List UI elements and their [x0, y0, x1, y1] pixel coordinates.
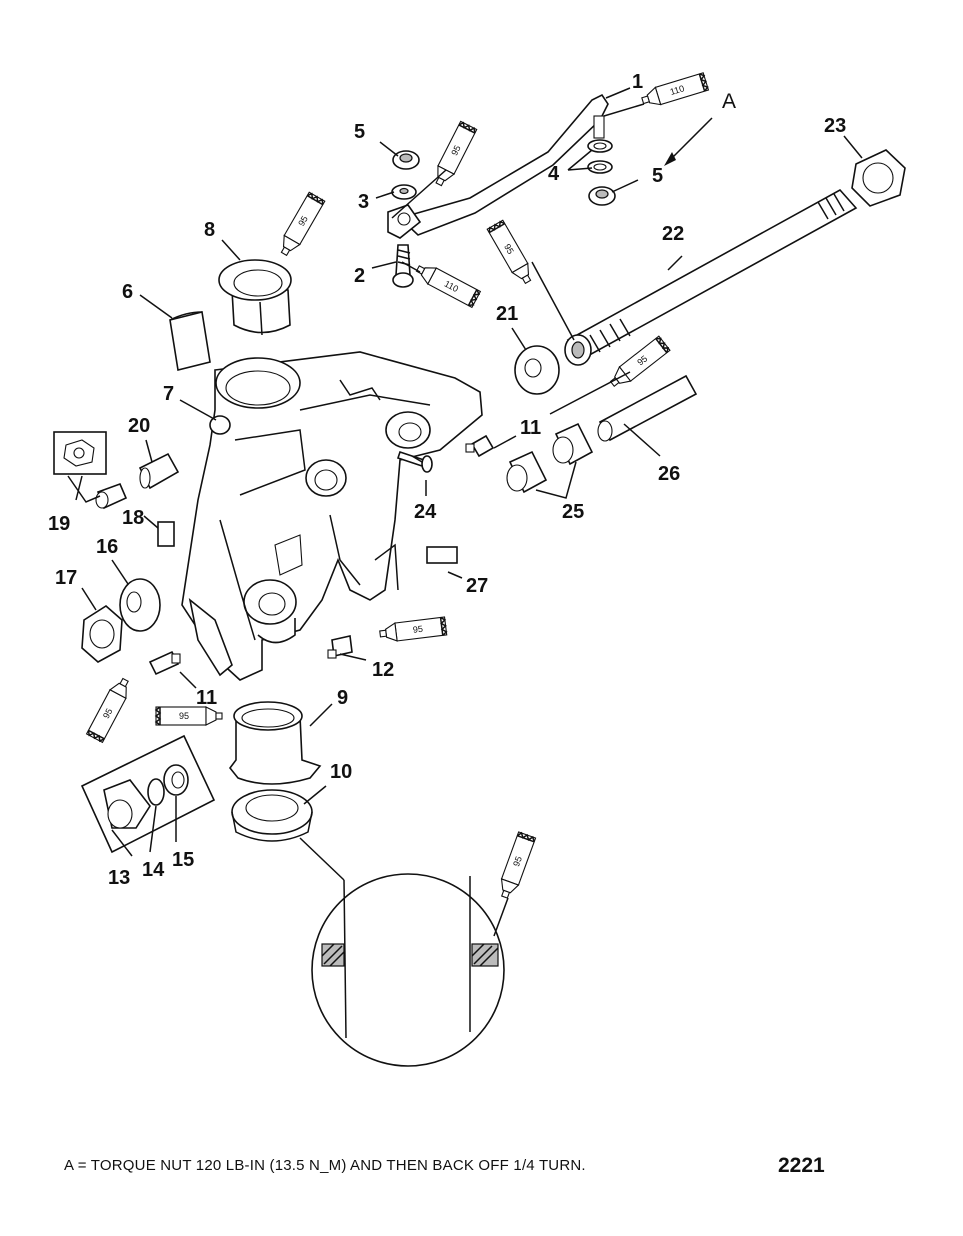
callout-3: 3	[358, 191, 369, 213]
callout-10: 10	[330, 761, 352, 783]
callout-21: 21	[496, 303, 518, 325]
grease-fitting-11-left	[148, 650, 181, 676]
steering-link-rod	[387, 93, 609, 239]
callout-20: 20	[128, 415, 150, 437]
swivel-bracket	[181, 351, 483, 681]
washer-21	[514, 345, 560, 395]
tube-95-top: 95	[429, 120, 478, 190]
washer-16	[119, 578, 161, 632]
nut-top	[392, 150, 420, 170]
drawing-number: 2221	[778, 1154, 825, 1177]
callout-5-right: 5	[652, 165, 663, 187]
decal-18	[157, 521, 175, 547]
tilt-tube-nut-23	[851, 149, 906, 207]
tilt-tube-22	[564, 188, 858, 366]
tube-95-tilt-tube: 95	[486, 219, 537, 288]
callout-22: 22	[662, 223, 684, 245]
callout-9: 9	[337, 687, 348, 709]
tube-95-bushing: 95	[275, 191, 326, 260]
svg-text:95: 95	[296, 214, 310, 228]
callout-13: 13	[108, 867, 130, 889]
callout-4: 4	[548, 163, 560, 185]
bushing-8	[218, 259, 292, 336]
svg-text:95: 95	[412, 624, 423, 635]
tube-110-middle: 110	[412, 259, 482, 309]
callout-19: 19	[48, 513, 70, 535]
torque-note: A = TORQUE NUT 120 LB-IN (13.5 N_M) AND …	[64, 1157, 586, 1174]
tube-95-left: 95	[85, 674, 135, 744]
callout-11-left: 11	[196, 687, 217, 709]
svg-text:95: 95	[179, 711, 189, 721]
callout-24: 24	[414, 501, 437, 523]
decal-27	[426, 546, 458, 564]
callout-5-top: 5	[354, 121, 365, 143]
grease-fitting-12	[327, 635, 353, 659]
callouts: 1 2 3 4 5 5 6 7 8 9 10 11 11 12 13 14 15…	[48, 71, 846, 889]
tube-95-fitting-12: 95	[378, 616, 448, 644]
callout-27: 27	[466, 575, 488, 597]
pin-26	[597, 374, 698, 442]
callout-15: 15	[172, 849, 194, 871]
callout-8: 8	[204, 219, 215, 241]
callout-26: 26	[658, 463, 680, 485]
callout-2: 2	[354, 265, 365, 287]
bushings-25	[506, 422, 594, 494]
detail-circle	[311, 873, 505, 1067]
leader-lines	[67, 87, 863, 937]
tube-95-detail: 95	[495, 831, 537, 901]
tube-95-bushing-9: 95	[155, 706, 223, 726]
washers-4	[587, 139, 613, 174]
svg-text:95: 95	[449, 144, 462, 157]
nut-5-right	[588, 186, 616, 206]
tube-110-top: 110	[639, 72, 710, 111]
assembly-13-14-15	[80, 734, 216, 854]
sleeve-20	[138, 452, 180, 490]
svg-text:110: 110	[669, 83, 686, 97]
callout-14: 14	[142, 859, 165, 881]
callout-a: A	[722, 90, 736, 113]
callout-7: 7	[163, 383, 174, 405]
callout-17: 17	[55, 567, 77, 589]
set-screw-19	[53, 431, 128, 510]
bolt-24	[396, 450, 433, 473]
callout-25: 25	[562, 501, 584, 523]
svg-text:95: 95	[101, 707, 115, 721]
svg-text:95: 95	[511, 855, 524, 868]
grease-fitting-11-right	[465, 434, 495, 458]
nut-17	[81, 605, 123, 663]
bolt-2	[392, 244, 414, 288]
bushing-9	[228, 701, 322, 785]
svg-text:95: 95	[502, 242, 516, 256]
callout-16: 16	[96, 536, 118, 558]
pad-6	[169, 311, 211, 371]
washer-3	[391, 184, 417, 200]
callout-12: 12	[372, 659, 394, 681]
callout-11-right: 11	[520, 417, 541, 439]
seal-10	[231, 789, 313, 842]
callout-23: 23	[824, 115, 846, 137]
svg-text:95: 95	[635, 353, 649, 367]
callout-6: 6	[122, 281, 133, 303]
callout-18: 18	[122, 507, 144, 529]
tube-95-right: 95	[606, 335, 671, 392]
callout-1: 1	[632, 71, 643, 93]
